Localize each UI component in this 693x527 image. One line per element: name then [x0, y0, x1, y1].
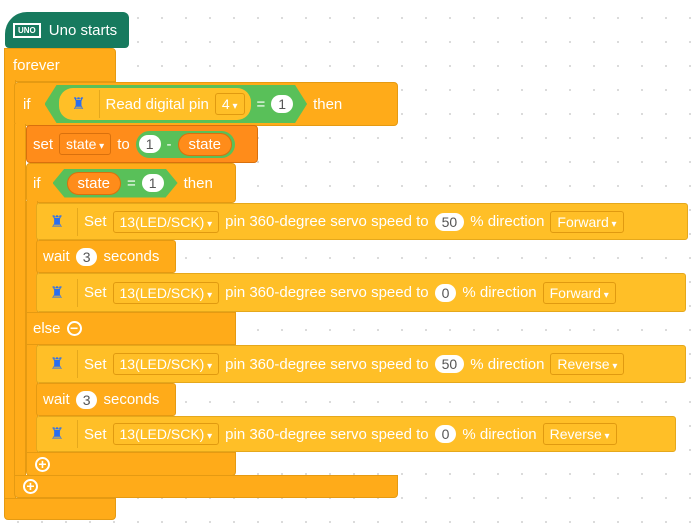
- state-variable[interactable]: state: [67, 172, 122, 195]
- servo-speed-block[interactable]: ♜ Set 13(LED/SCK) pin 360-degree servo s…: [36, 416, 676, 452]
- add-else-if-icon[interactable]: +: [35, 457, 50, 472]
- direction-label: % direction: [470, 213, 545, 230]
- remove-else-icon[interactable]: −: [66, 321, 82, 336]
- wait-block[interactable]: wait 3 seconds: [36, 383, 176, 416]
- servo-speed-block[interactable]: ♜ Set 13(LED/SCK) pin 360-degree servo s…: [36, 203, 688, 240]
- wait-input[interactable]: 3: [75, 390, 98, 409]
- state-variable[interactable]: state: [177, 132, 233, 156]
- direction-dropdown[interactable]: Forward: [542, 281, 616, 304]
- robot-castle-icon: ♜: [65, 90, 100, 118]
- direction-label: % direction: [462, 425, 537, 443]
- servo-text: pin 360-degree servo speed to: [225, 284, 429, 301]
- wait-label: wait: [43, 391, 70, 408]
- pin-dropdown[interactable]: 13(LED/SCK): [112, 423, 220, 445]
- pin-dropdown[interactable]: 4: [215, 93, 245, 115]
- set-label: Set: [84, 355, 107, 373]
- if-label: if: [23, 95, 31, 113]
- robot-castle-icon: ♜: [43, 278, 78, 307]
- servo-speed-block[interactable]: ♜ Set 13(LED/SCK) pin 360-degree servo s…: [36, 273, 686, 312]
- set-label: Set: [84, 425, 107, 443]
- if-bottom: +: [14, 475, 398, 498]
- if-label: if: [33, 174, 41, 192]
- direction-dropdown[interactable]: Forward: [550, 210, 624, 233]
- direction-label: % direction: [470, 355, 545, 373]
- then-label: then: [313, 95, 343, 113]
- pin-dropdown[interactable]: 13(LED/SCK): [112, 281, 220, 304]
- pin-dropdown[interactable]: 13(LED/SCK): [112, 353, 220, 375]
- set-label: Set: [84, 284, 107, 301]
- direction-label: % direction: [462, 284, 537, 301]
- forever-bottom: [4, 498, 116, 520]
- servo-text: pin 360-degree servo speed to: [225, 355, 429, 373]
- set-label: Set: [84, 213, 107, 230]
- equals-label: =: [256, 95, 266, 113]
- equals-condition[interactable]: state = 1: [53, 169, 178, 198]
- forever-label: forever: [13, 57, 60, 74]
- direction-dropdown[interactable]: Reverse: [550, 353, 625, 375]
- else-bar: else −: [26, 312, 236, 345]
- to-label: to: [117, 135, 130, 153]
- add-else-icon[interactable]: +: [23, 479, 38, 494]
- speed-input[interactable]: 50: [434, 212, 465, 231]
- set-variable-block[interactable]: set state to 1 - state: [26, 125, 258, 163]
- wait-input[interactable]: 3: [75, 247, 98, 266]
- if-else-block[interactable]: if state = 1 then: [26, 163, 236, 203]
- then-label: then: [183, 174, 213, 192]
- forever-block[interactable]: forever: [4, 48, 116, 82]
- subtract-operator[interactable]: 1 - state: [135, 130, 236, 158]
- speed-input[interactable]: 50: [434, 355, 465, 373]
- seconds-label: seconds: [103, 391, 160, 408]
- left-input[interactable]: 1: [138, 135, 161, 153]
- direction-dropdown[interactable]: Reverse: [542, 423, 617, 445]
- read-digital-pin-block[interactable]: ♜ Read digital pin 4: [59, 88, 251, 120]
- robot-castle-icon: ♜: [43, 350, 78, 378]
- value-input[interactable]: 1: [271, 95, 293, 113]
- minus-label: -: [166, 135, 172, 153]
- pin-dropdown[interactable]: 13(LED/SCK): [112, 210, 220, 233]
- if-block[interactable]: if ♜ Read digital pin 4 = 1 then: [14, 82, 398, 126]
- wait-block[interactable]: wait 3 seconds: [36, 240, 176, 273]
- equals-label: =: [127, 174, 136, 192]
- equals-condition[interactable]: ♜ Read digital pin 4 = 1: [45, 85, 308, 123]
- servo-speed-block[interactable]: ♜ Set 13(LED/SCK) pin 360-degree servo s…: [36, 345, 686, 383]
- servo-text: pin 360-degree servo speed to: [225, 425, 429, 443]
- wait-label: wait: [43, 248, 70, 265]
- uno-board-icon: UNO: [13, 22, 41, 38]
- read-digital-pin-label: Read digital pin: [105, 95, 209, 113]
- robot-castle-icon: ♜: [43, 207, 78, 236]
- robot-castle-icon: ♜: [43, 420, 78, 448]
- speed-input[interactable]: 0: [434, 283, 457, 302]
- hat-label: Uno starts: [48, 21, 118, 39]
- if-arm: [14, 124, 26, 477]
- value-input[interactable]: 1: [142, 174, 164, 192]
- set-label: set: [33, 135, 54, 153]
- speed-input[interactable]: 0: [434, 425, 457, 443]
- uno-starts-hat-block[interactable]: UNO Uno starts: [5, 12, 129, 48]
- seconds-label: seconds: [103, 248, 160, 265]
- variable-dropdown[interactable]: state: [59, 133, 112, 155]
- servo-text: pin 360-degree servo speed to: [225, 213, 429, 230]
- else-label: else: [33, 320, 61, 337]
- if-else-bottom: +: [26, 452, 236, 476]
